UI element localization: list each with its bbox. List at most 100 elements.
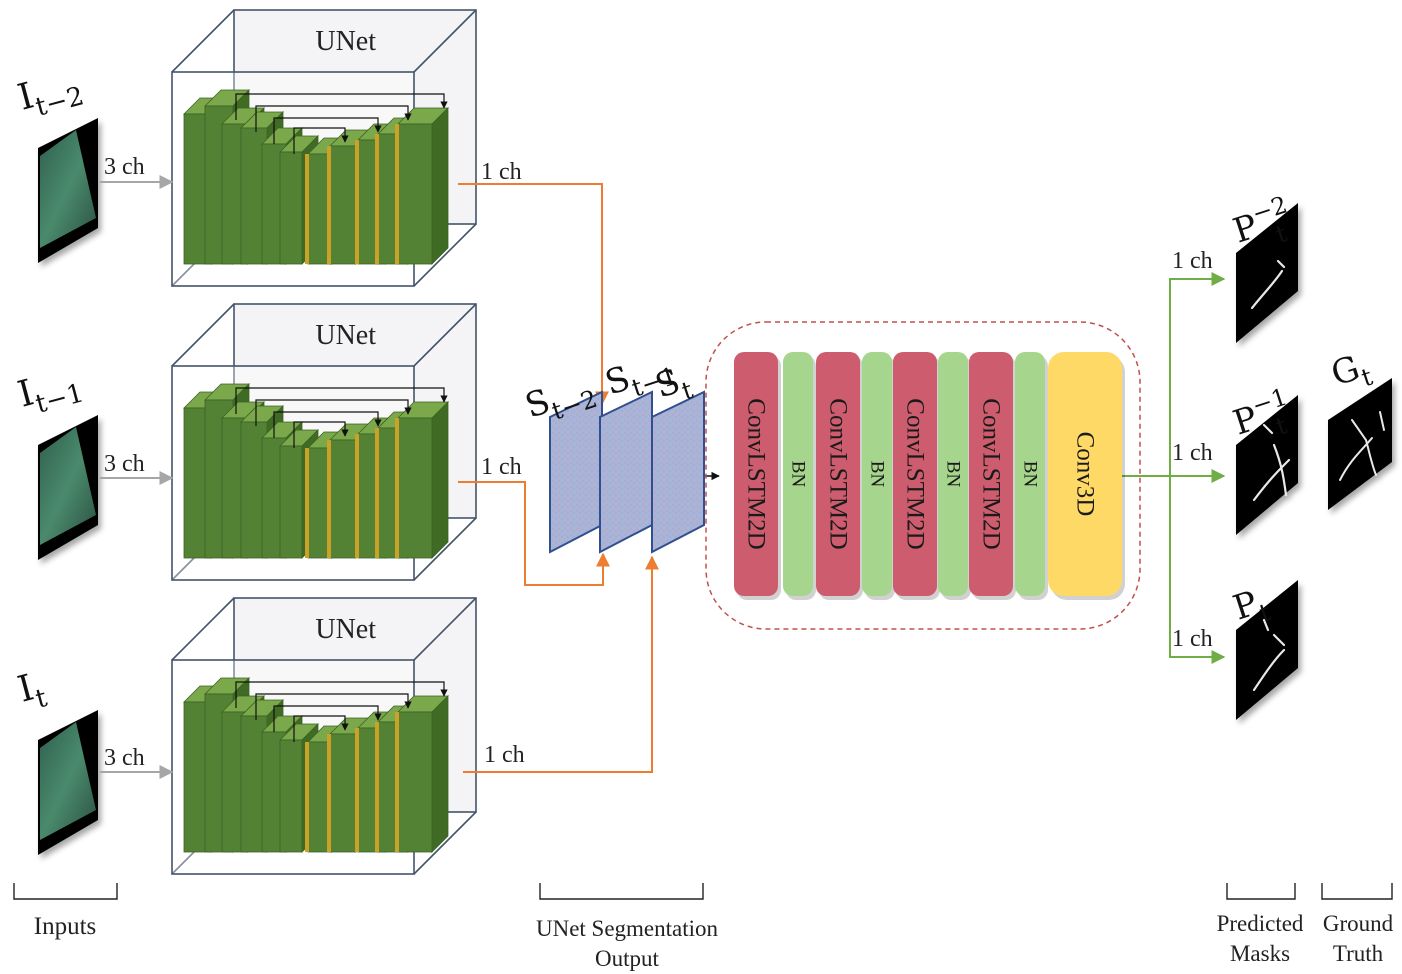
connectors [100,175,1226,779]
unet-title: UNet [315,614,376,645]
input-satellite-image [40,722,96,840]
unet-edge [413,223,477,287]
input-label-2: It−1 [14,360,87,424]
unet-output-channels-2: 1 ch [481,454,522,480]
input-images: It−2It−1It [14,63,98,855]
unet-edge [171,597,235,661]
input-channels-3: 3 ch [104,745,145,771]
unet-output-arrow-2 [458,481,610,586]
head-dashed-container [705,321,1141,630]
input-satellite-image [40,427,96,545]
output-channels-2: 1 ch [1172,440,1213,466]
head-layers: ConvLSTM2D BN ConvLSTM2D BN ConvLSTM2D BN Conv… [734,352,1125,600]
predicted-mask-label-1: P−2t [1227,191,1299,261]
input-channels-2: 3 ch [104,451,145,477]
head-layer-bn-8: BN [1015,352,1048,600]
head-output-arrow-3 [1169,476,1226,664]
output-channels-3: 1 ch [1172,626,1213,652]
channel-labels: 3 ch 3 ch 3 ch 1 ch 1 ch 1 ch 1 ch 1 ch … [104,154,1213,771]
caption-truth-2: Truth [1333,941,1384,966]
unet-output-channels-1: 1 ch [481,159,522,185]
input-image-2 [38,415,98,560]
head-layer-label: ConvLSTM2D [902,398,929,549]
unet-edge [171,9,235,73]
skip-connection-3 [273,705,382,732]
unet-title: UNet [315,26,376,57]
unet-edge [413,597,477,661]
caption-brackets [13,883,1393,900]
feature-map-11 [395,401,449,559]
head-layer-convlstm-3: ConvLSTM2D [816,352,863,600]
skip-connection-1 [235,93,448,120]
ground-truth-mask [1328,378,1392,510]
skip-connection-2 [255,399,412,426]
caption-predicted-1: Predicted [1217,911,1304,936]
head-layer-label: BN [867,461,888,488]
unet-edge [413,303,477,367]
segmentation-slice-2 [599,390,653,554]
predicted-mask-3 [1236,580,1298,720]
captions: Inputs UNet Segmentation Output Predicte… [34,911,1394,971]
caption-truth-1: Ground [1323,911,1394,936]
skip-connection-4 [293,127,349,154]
unet-block-3: UNet [171,597,477,875]
unet-title: UNet [315,320,376,351]
segmentation-slices: St−2St−1St [520,358,705,554]
unet-edge [171,303,235,367]
head-layer-label: ConvLSTM2D [743,398,770,549]
head-layer-bn-2: BN [783,352,816,600]
unet-edge [413,9,477,73]
segmentation-label-3: St [650,358,696,413]
head-layer-bn-6: BN [938,352,971,600]
unet-edge [413,517,477,581]
input-channels-1: 3 ch [104,154,145,180]
head-layer-label: BN [788,461,809,488]
head-layer-label: ConvLSTM2D [825,398,852,549]
ground-truth-label: Gt [1326,345,1376,401]
inputs-bracket [13,883,118,900]
skip-connection-4 [293,715,349,742]
head-layer-label: BN [943,461,964,488]
head-layer-convlstm-1: ConvLSTM2D [734,352,781,600]
truth-bracket [1321,883,1393,900]
head-layer-label: ConvLSTM2D [978,398,1005,549]
head-layer-convlstm-7: ConvLSTM2D [969,352,1016,600]
head-layer-conv3d-9: Conv3D [1048,352,1125,600]
head-layer-bn-4: BN [862,352,895,600]
feature-map-11 [395,107,449,265]
unet-output-arrow-1 [458,183,609,406]
skip-connection-4 [293,421,349,448]
segmentation-bracket [539,883,704,900]
caption-inputs: Inputs [34,913,97,940]
segmentation-slice-3 [651,390,705,554]
skip-connection-2 [255,105,412,132]
skip-connection-1 [235,681,448,708]
unet-block-2: UNet [171,303,477,581]
unet-output-arrow-3 [463,555,659,773]
skip-connection-3 [273,117,382,144]
skip-connection-1 [235,387,448,414]
caption-segmentation-2: Output [595,946,660,971]
input-image-3 [38,710,98,855]
input-label-3: It [14,665,51,719]
skip-connection-2 [255,693,412,720]
input-image-1 [38,118,98,263]
skip-connection-3 [273,411,382,438]
output-channels-1: 1 ch [1172,248,1213,274]
caption-predicted-2: Masks [1230,941,1290,966]
caption-segmentation-1: UNet Segmentation [536,916,719,941]
input-satellite-image [40,130,96,248]
predicted-bracket [1226,883,1296,900]
input-label-1: It−2 [14,63,87,127]
predicted-mask-1 [1236,203,1298,343]
head-layer-convlstm-5: ConvLSTM2D [893,352,940,600]
head-layer-label: Conv3D [1072,432,1099,517]
feature-map-11 [395,695,449,853]
unet-edge [413,811,477,875]
head-layer-label: BN [1020,461,1041,488]
unet-block-1: UNet [171,9,477,287]
predicted-mask-2 [1236,395,1298,535]
